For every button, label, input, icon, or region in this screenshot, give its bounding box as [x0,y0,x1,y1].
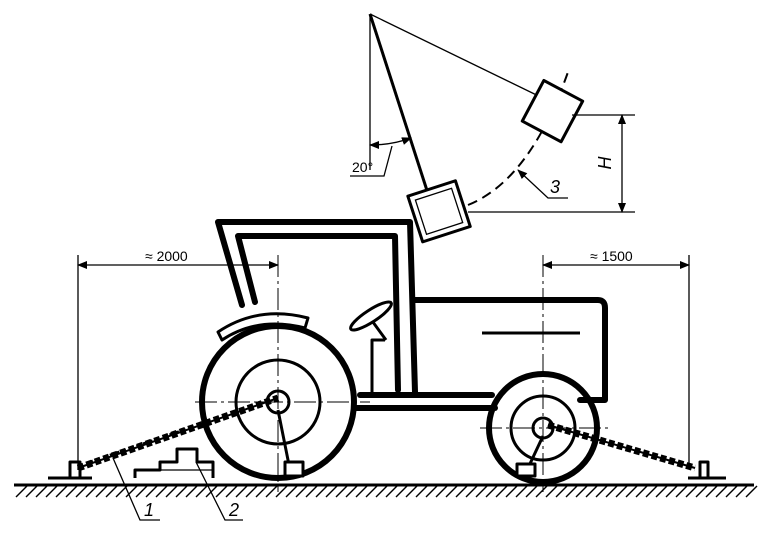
callout-2: 2 [195,461,243,521]
pendulum-weight-impact [406,179,472,244]
callout-3-label: 3 [550,177,560,197]
rear-wheel [195,255,370,492]
front-chain [547,421,696,472]
rear-dimension: ≈ 2000 [77,248,279,470]
wheel-chock [133,447,215,478]
front-anchor [688,460,726,480]
tractor-body [215,219,608,411]
front-dimension-label: ≈ 1500 [590,248,633,264]
rear-chain [76,394,280,472]
front-dimension: ≈ 1500 [542,248,690,468]
angle-dimension: 20° [350,137,412,177]
callout-3: 3 [517,169,568,199]
ground-hatching [15,485,758,498]
callout-2-label: 2 [228,500,239,520]
ground [14,483,758,498]
rear-dimension-label: ≈ 2000 [145,248,188,264]
pendulum-weight-raised [520,78,585,144]
angle-label: 20° [352,159,373,175]
front-wheel [480,255,608,492]
callout-1-label: 1 [144,500,154,520]
callout-1: 1 [112,457,160,521]
height-label: H [595,156,615,170]
height-dimension: H [468,114,635,213]
